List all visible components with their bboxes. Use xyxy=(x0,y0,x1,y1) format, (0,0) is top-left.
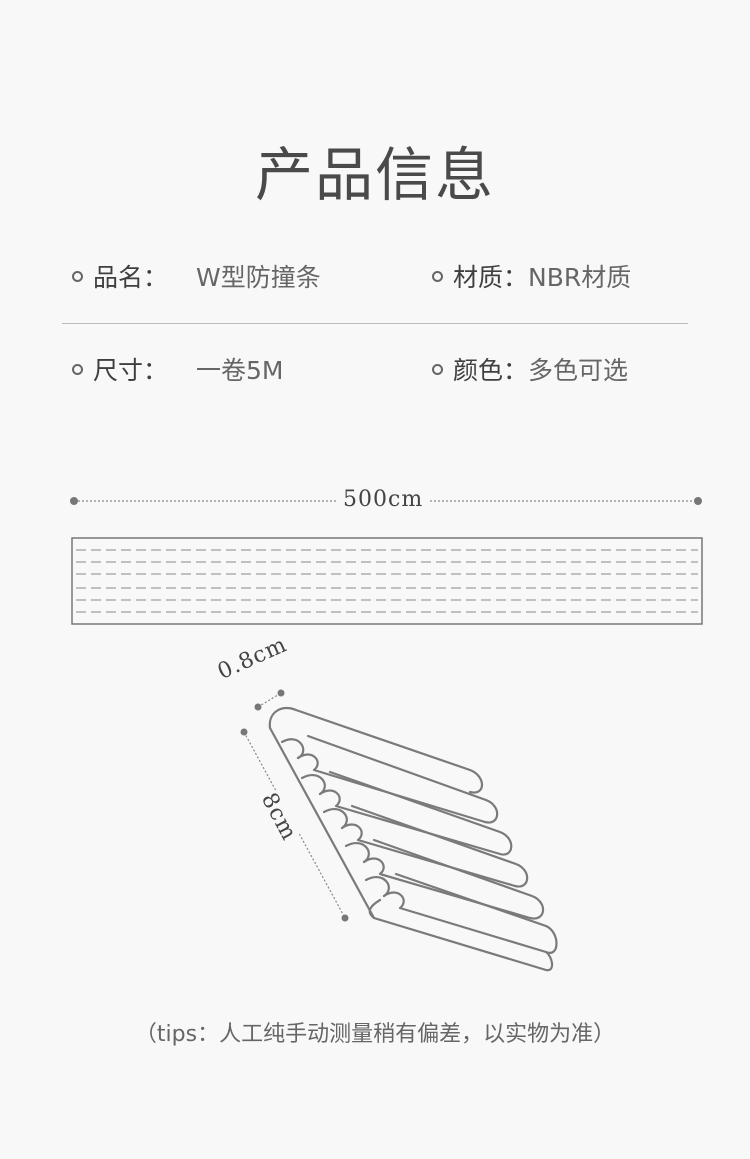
color-item: 颜色： 多色可选 xyxy=(432,351,628,387)
color-label: 颜色： xyxy=(453,356,529,385)
product-name-label: 品名： xyxy=(93,263,169,292)
material-label: 材质： xyxy=(453,263,529,292)
bullet-icon xyxy=(432,363,443,375)
bullet-icon xyxy=(72,270,83,282)
product-name-item: 品名： W型防撞条 xyxy=(72,258,321,294)
length-label: 500cm xyxy=(337,487,430,512)
material-value: NBR材质 xyxy=(528,263,632,292)
thickness-dimension-line xyxy=(254,689,285,711)
info-divider xyxy=(62,323,688,324)
info-row-1: 品名： W型防撞条 材质： NBR材质 xyxy=(0,258,750,298)
bullet-icon xyxy=(72,363,83,375)
size-item: 尺寸： 一卷5M xyxy=(72,351,284,387)
size-label: 尺寸： xyxy=(93,356,169,385)
strip-front-view xyxy=(71,537,703,625)
product-name-value: W型防撞条 xyxy=(196,263,321,292)
tips-note: （tips：人工纯手动测量稍有偏差，以实物为准） xyxy=(134,1022,616,1047)
w-profile-strip-drawing xyxy=(268,706,558,972)
info-row-2: 尺寸： 一卷5M 颜色： 多色可选 xyxy=(0,351,750,391)
color-value: 多色可选 xyxy=(528,356,629,385)
material-item: 材质： NBR材质 xyxy=(432,258,631,294)
size-value: 一卷5M xyxy=(196,356,284,385)
bullet-icon xyxy=(432,270,443,282)
page-title: 产品信息 xyxy=(254,141,495,209)
